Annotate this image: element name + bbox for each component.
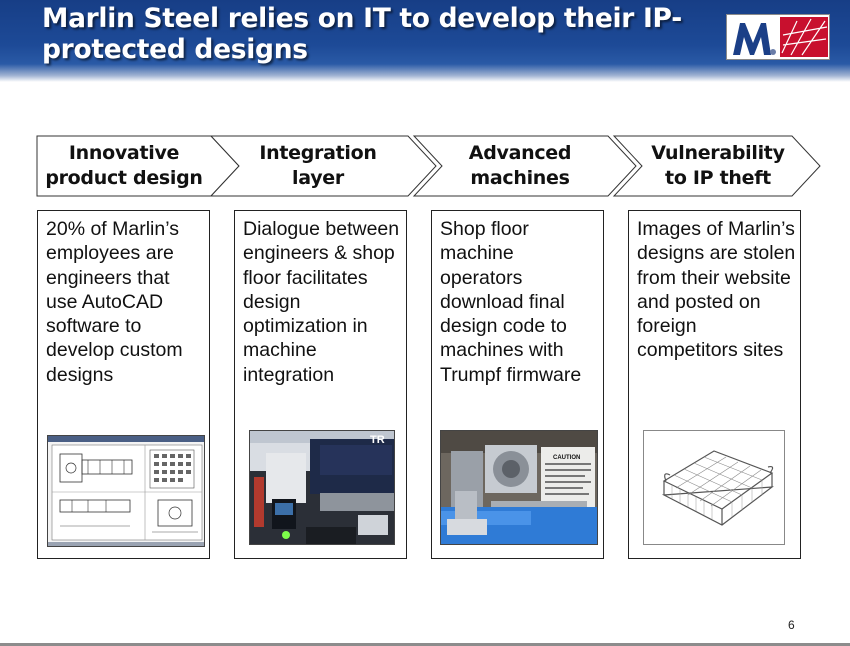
footer-divider bbox=[0, 643, 850, 646]
header-bar: Marlin Steel relies on IT to develop the… bbox=[0, 0, 850, 82]
step-description-3: Shop floor machine operators download fi… bbox=[440, 218, 582, 386]
autocad-drawing-image bbox=[47, 435, 205, 547]
marlin-steel-logo bbox=[726, 14, 830, 60]
svg-text:CAUTION: CAUTION bbox=[553, 455, 580, 461]
step-description-4: Images of Marlin’s designs are stolen fr… bbox=[637, 218, 796, 362]
step-box-1: 20% of Marlin’s employees are engineers … bbox=[37, 210, 210, 559]
step-description-2: Dialogue between engineers & shop floor … bbox=[243, 218, 400, 386]
step-box-2: Dialogue between engineers & shop floor … bbox=[234, 210, 407, 559]
step-label-4: Vulnerability to IP theft bbox=[651, 142, 785, 189]
marlin-logo-icon bbox=[733, 17, 828, 57]
step-description-1: 20% of Marlin’s employees are engineers … bbox=[46, 218, 183, 386]
chevron-advanced-machines bbox=[412, 135, 637, 197]
page-number: 6 bbox=[788, 618, 795, 632]
step-box-3: Shop floor machine operators download fi… bbox=[431, 210, 604, 559]
process-chevrons bbox=[36, 135, 821, 197]
step-box-4: Images of Marlin’s designs are stolen fr… bbox=[628, 210, 801, 559]
step-label-2: Integration layer bbox=[259, 142, 377, 189]
step-label-3: Advanced machines bbox=[468, 142, 572, 189]
svg-text:TR: TR bbox=[370, 434, 385, 446]
shop-floor-machine-image: TR bbox=[249, 430, 395, 545]
cnc-machine-image: CAUTION bbox=[440, 430, 598, 545]
slide-title: Marlin Steel relies on IT to develop the… bbox=[42, 3, 682, 65]
step-label-1: Innovative product design bbox=[45, 142, 203, 189]
chevron-integration-layer bbox=[209, 135, 437, 197]
chevron-vulnerability-ip-theft bbox=[612, 135, 821, 197]
wire-basket-image bbox=[643, 430, 785, 545]
